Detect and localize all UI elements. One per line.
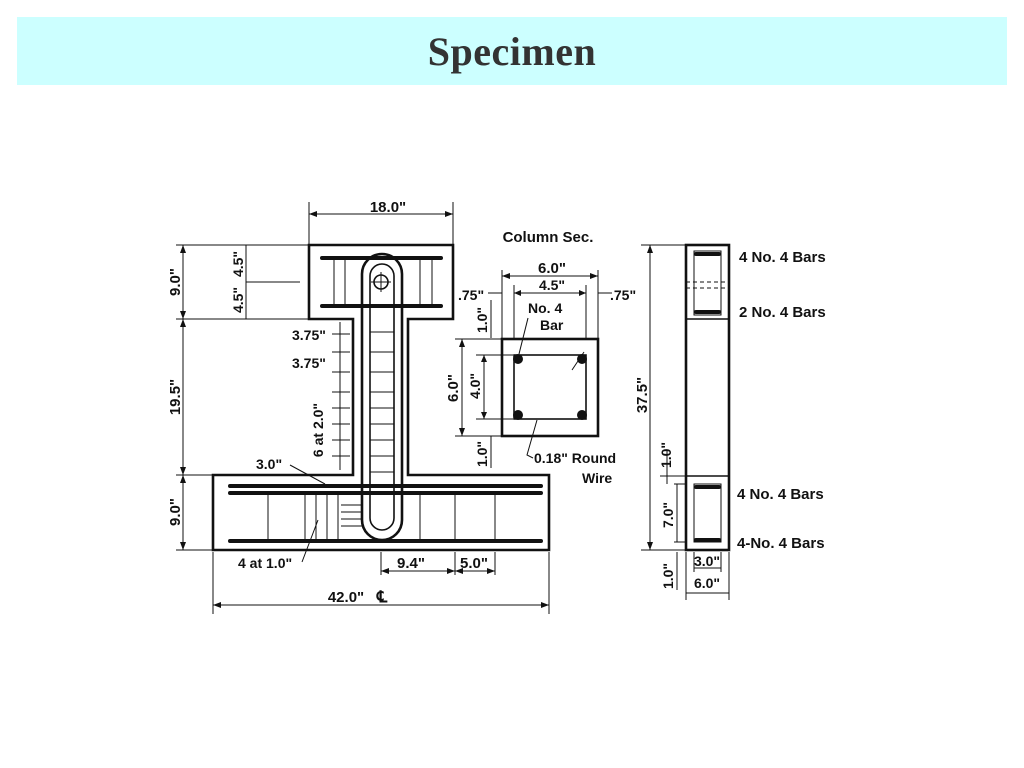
column-bar <box>577 354 587 364</box>
col-bar-label-1: No. 4 <box>528 300 562 316</box>
side-view: 37.5" 1.0" 7.0" 1.0" 3.0" 6.0" 4 No. 4 B… <box>634 243 826 600</box>
title-bar: Specimen <box>17 17 1007 85</box>
dim-overall-width: 42.0" <box>328 589 364 606</box>
dim-bottom-spacing: 4 at 1.0" <box>238 555 292 571</box>
slide-title: Specimen <box>427 28 597 74</box>
column-sec-title: Column Sec. <box>503 229 594 246</box>
dim-top-height: 9.0" <box>167 268 184 296</box>
bars-label-second: 2 No. 4 Bars <box>739 304 826 321</box>
column-bar <box>513 354 523 364</box>
dim-stirrup-a: 3.75" <box>292 327 326 343</box>
col-inner-width: 4.5" <box>539 277 565 293</box>
col-cover-left: .75" <box>458 287 484 303</box>
column-cage <box>360 252 404 542</box>
col-cover-right: .75" <box>610 287 636 303</box>
bottom-ties <box>267 493 496 541</box>
dim-stirrup-b: 3.75" <box>292 355 326 371</box>
column-cage-inner <box>369 263 395 531</box>
side-view-outline <box>684 243 731 552</box>
specimen-outline <box>211 243 551 552</box>
column-tie <box>513 354 587 420</box>
dim-top-width: 18.0" <box>370 199 406 216</box>
specimen-elevation: 18.0" 9.0" 19.5" 9.0" 4.5" 4.5" 3.75" 3.… <box>167 199 551 614</box>
dim-stirrup-c: 3.0" <box>256 456 282 472</box>
side-bottom-cover: 1.0" <box>660 563 676 589</box>
col-height: 6.0" <box>445 374 462 402</box>
column-bar <box>577 410 587 420</box>
col-cover-bottom: 1.0" <box>474 441 490 467</box>
col-wire-label-2: Wire <box>582 470 612 486</box>
side-inner-width: 3.0" <box>694 553 720 569</box>
centerline-symbol: ℄ <box>376 589 388 606</box>
side-width: 6.0" <box>694 575 720 591</box>
bars-label-third: 4 No. 4 Bars <box>737 486 824 503</box>
column-bar <box>513 410 523 420</box>
column-ties <box>370 331 394 473</box>
dim-top-half-a: 4.5" <box>230 287 246 313</box>
dim-mid-height: 19.5" <box>167 379 184 415</box>
side-bottom-cage <box>693 483 722 543</box>
col-inner-height: 4.0" <box>467 373 483 399</box>
bars-label-bottom: 4-No. 4 Bars <box>737 535 825 552</box>
dim-top-half-b: 4.5" <box>230 251 246 277</box>
dim-5-0: 5.0" <box>460 555 488 572</box>
col-wire-label-1: 0.18" Round <box>534 450 616 466</box>
side-bottom-height: 7.0" <box>660 502 676 528</box>
bars-label-top: 4 No. 4 Bars <box>739 249 826 266</box>
dim-9-4: 9.4" <box>397 555 425 572</box>
side-total-height: 37.5" <box>634 377 651 413</box>
column-section: Column Sec. 6.0" 4.5" .75" .75" 1.0" No.… <box>445 229 636 486</box>
dim-bottom-height: 9.0" <box>167 498 184 526</box>
dim-stirrup-spacing: 6 at 2.0" <box>310 403 326 457</box>
side-top-cage <box>693 250 722 316</box>
column-section-outline <box>500 337 600 438</box>
col-bar-label-2: Bar <box>540 317 564 333</box>
side-gap: 1.0" <box>658 442 674 468</box>
col-width: 6.0" <box>538 260 566 277</box>
col-cover-top: 1.0" <box>474 307 490 333</box>
